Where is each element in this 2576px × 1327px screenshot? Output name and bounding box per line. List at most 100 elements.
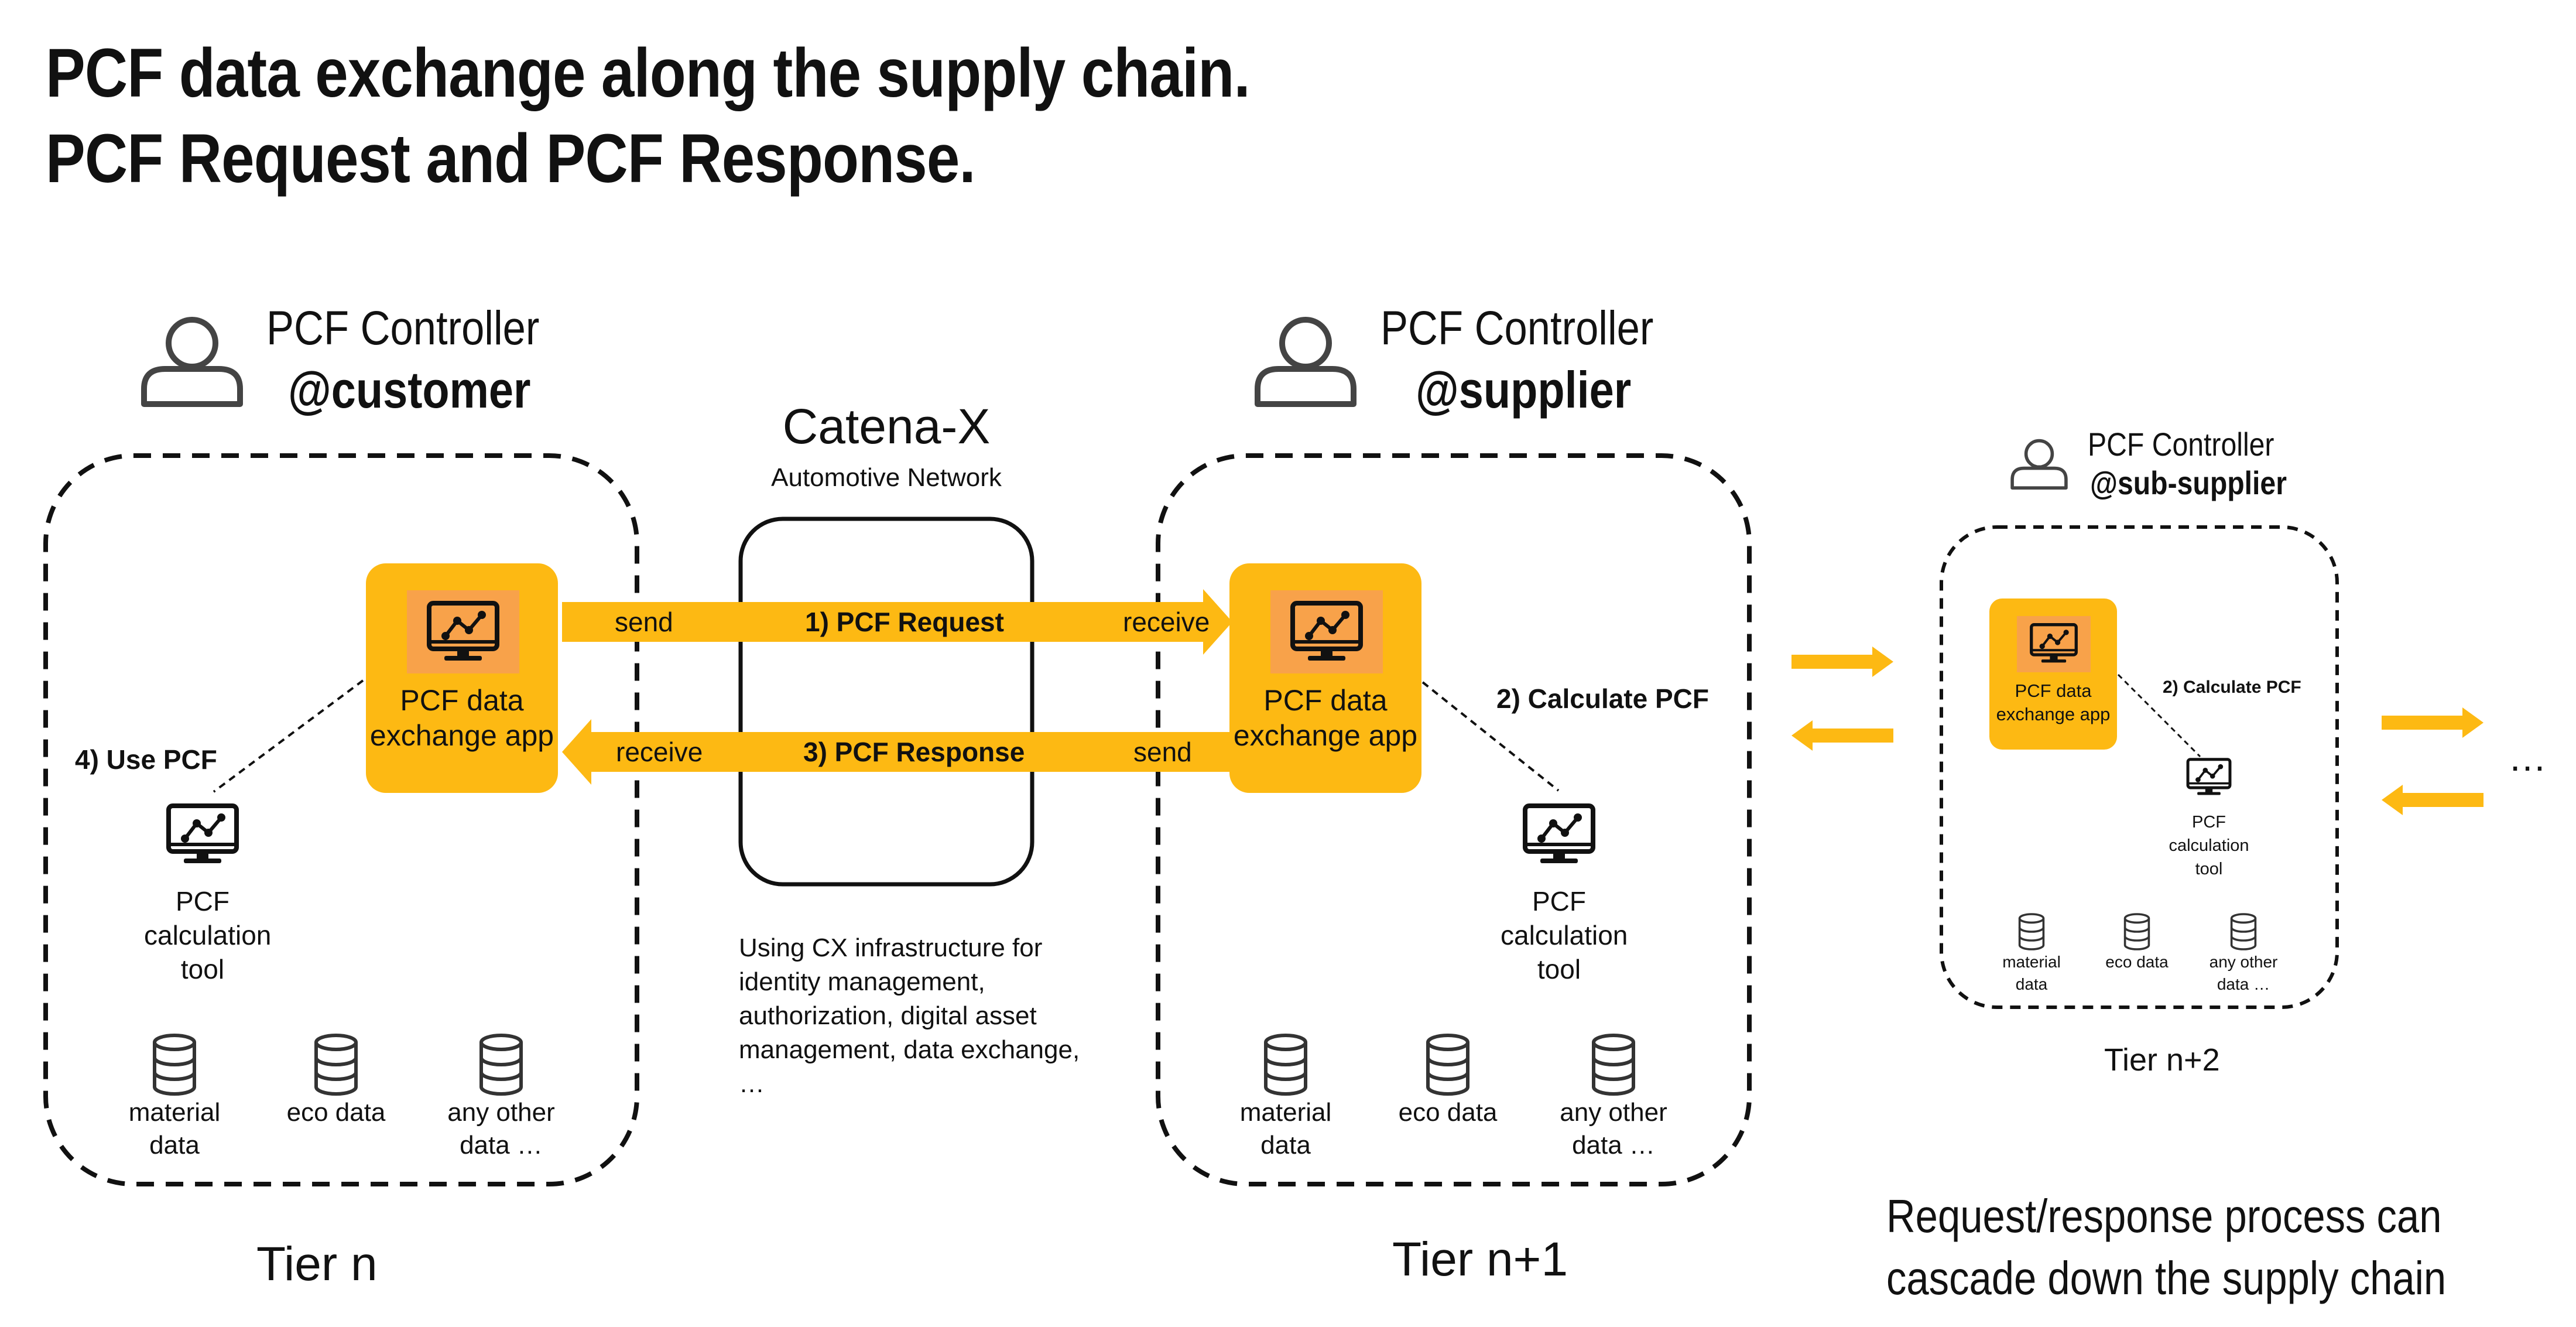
- subsupplier-handle: @sub-supplier: [2090, 464, 2287, 501]
- data-label-line: material: [2002, 953, 2061, 971]
- tier-n2-label: Tier n+2: [2104, 1042, 2220, 1078]
- tier-n-label: Tier n: [256, 1237, 378, 1291]
- connector-line: [1421, 681, 1560, 792]
- subsupplier-data-label: eco data: [2096, 951, 2178, 973]
- supplier-data-label: material data: [1227, 1096, 1344, 1162]
- database-icon: [2123, 913, 2150, 950]
- response-arrow: [562, 719, 1232, 785]
- database-icon: [2018, 913, 2045, 950]
- data-label-line: data: [1260, 1131, 1311, 1160]
- response-send-label: send: [1133, 737, 1192, 767]
- data-label-line: eco data: [2105, 953, 2169, 971]
- app-label-line: PCF data: [1263, 684, 1388, 717]
- monitor-chart-icon: [2188, 760, 2230, 795]
- app-label-line: exchange app: [1996, 704, 2111, 724]
- tool-label-line: PCF: [176, 886, 229, 916]
- app-label-line: PCF data: [2015, 680, 2092, 701]
- supplier-app-label: PCF data exchange app: [1229, 683, 1421, 753]
- data-label-line: any other: [447, 1098, 555, 1127]
- description-line: …: [739, 1069, 765, 1098]
- response-receive-label: receive: [616, 737, 703, 767]
- page-title-line1: PCF data exchange along the supply chain…: [46, 35, 1251, 112]
- customer-handle: @customer: [288, 361, 531, 419]
- data-label-line: data …: [460, 1131, 543, 1160]
- subsupplier-calculate-pcf-step: 2) Calculate PCF: [2163, 678, 2301, 697]
- customer-controller-label: PCF Controller: [266, 302, 540, 355]
- connector-line: [2117, 673, 2201, 758]
- customer-calc-tool-label: PCF calculation tool: [144, 884, 272, 986]
- connector-line: [213, 679, 364, 793]
- tier-n1-label: Tier n+1: [1392, 1233, 1568, 1286]
- database-icon: [155, 1035, 194, 1094]
- request-receive-label: receive: [1123, 607, 1210, 637]
- app-label-line: exchange app: [1233, 719, 1418, 752]
- data-label-line: material: [1239, 1098, 1332, 1127]
- customer-data-label: eco data: [278, 1096, 395, 1129]
- cascade-left-arrow: [1791, 720, 1893, 751]
- use-pcf-step: 4) Use PCF: [75, 744, 217, 775]
- description-line: management, data exchange,: [739, 1035, 1080, 1064]
- data-label-line: data: [2015, 975, 2048, 993]
- tool-label-line: calculation: [144, 920, 272, 950]
- customer-app-label: PCF data exchange app: [366, 683, 558, 753]
- tool-label-line: tool: [180, 954, 225, 984]
- app-label-line: PCF data: [400, 684, 524, 717]
- data-label-line: data …: [2217, 975, 2270, 993]
- cascade-left-arrow: [2382, 785, 2483, 815]
- network-description: Using CX infrastructure for identity man…: [739, 931, 1080, 1101]
- subsupplier-data-label: any other data …: [2202, 951, 2284, 996]
- data-label-line: eco data: [1398, 1098, 1498, 1127]
- description-line: identity management,: [739, 967, 985, 996]
- data-label-line: eco data: [286, 1098, 386, 1127]
- tier-n1-box: [1156, 453, 1752, 1186]
- database-icon: [316, 1035, 356, 1094]
- database-icon: [481, 1035, 521, 1094]
- request-label: 1) PCF Request: [805, 607, 1004, 637]
- customer-data-label: any other data …: [443, 1096, 560, 1162]
- database-icon: [2230, 913, 2257, 950]
- tool-label-line: PCF: [2192, 813, 2226, 832]
- monitor-chart-icon: [169, 806, 237, 863]
- data-label-line: any other: [2209, 953, 2278, 971]
- tier-n2-box: [1940, 525, 2339, 1009]
- supplier-calc-tool-label: PCF calculation tool: [1501, 884, 1628, 986]
- supplier-controller-label: PCF Controller: [1381, 302, 1654, 355]
- request-send-label: send: [615, 607, 673, 637]
- database-icon: [1594, 1035, 1633, 1094]
- page-title-line2: PCF Request and PCF Response.: [46, 120, 976, 197]
- supplier-data-label: any other data …: [1555, 1096, 1672, 1162]
- description-line: Using CX infrastructure for: [739, 933, 1043, 962]
- cascade-right-arrow: [1791, 647, 1893, 677]
- customer-data-label: material data: [116, 1096, 233, 1162]
- cascade-right-arrow: [2382, 707, 2483, 738]
- app-label-line: exchange app: [369, 719, 554, 752]
- request-arrow: [562, 589, 1232, 655]
- person-icon: [1258, 320, 1354, 404]
- subsupplier-controller-label: PCF Controller: [2088, 426, 2274, 463]
- supplier-handle: @supplier: [1416, 361, 1632, 419]
- person-icon: [2012, 441, 2066, 488]
- tool-label-line: calculation: [2169, 836, 2249, 855]
- data-label-line: data: [149, 1131, 200, 1160]
- tier-n-box: [43, 453, 639, 1186]
- person-icon: [144, 320, 240, 404]
- calculate-pcf-step: 2) Calculate PCF: [1496, 683, 1709, 714]
- cascade-note: Request/response process can cascade dow…: [1886, 1185, 2446, 1309]
- more-tiers-ellipsis: …: [2508, 736, 2547, 779]
- subsupplier-data-label: material data: [1991, 951, 2073, 996]
- supplier-data-label: eco data: [1389, 1096, 1506, 1129]
- tool-label-line: calculation: [1501, 920, 1628, 950]
- cascade-note-line: Request/response process can: [1886, 1190, 2442, 1242]
- monitor-chart-icon: [1525, 806, 1593, 863]
- database-icon: [1428, 1035, 1468, 1094]
- cascade-note-line: cascade down the supply chain: [1886, 1252, 2447, 1304]
- database-icon: [1266, 1035, 1306, 1094]
- data-label-line: any other: [1560, 1098, 1667, 1127]
- catena-x-box: [738, 517, 1034, 887]
- response-label: 3) PCF Response: [803, 737, 1025, 767]
- subsupplier-app-label: PCF data exchange app: [1989, 679, 2117, 726]
- tool-label-line: PCF: [1532, 886, 1586, 916]
- tool-label-line: tool: [1537, 954, 1581, 984]
